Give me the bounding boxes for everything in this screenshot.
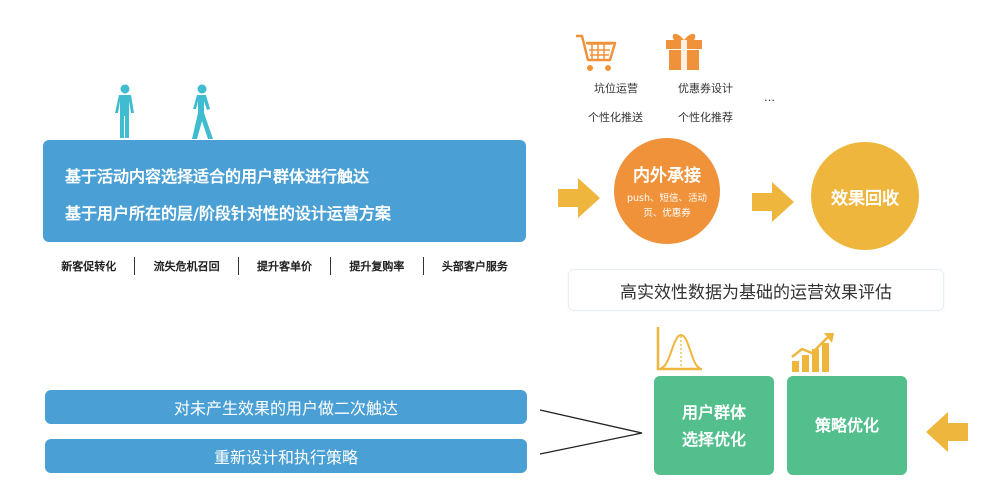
channel-label-slot: 坑位运营 bbox=[594, 82, 638, 95]
handoff-subtitle: push、短信、活动页、优惠券 bbox=[626, 193, 708, 219]
scenario-tags: 新客促转化 流失危机召回 提升客单价 提升复购率 头部客户服务 bbox=[43, 256, 526, 276]
group-selection-line-1: 用户群体 bbox=[681, 402, 746, 422]
arrow-right-icon bbox=[558, 178, 600, 218]
tag-item: 新客促转化 bbox=[61, 260, 117, 273]
arrow-left-icon bbox=[926, 412, 968, 452]
tag-item: 提升复购率 bbox=[349, 260, 405, 273]
handoff-title: 内外承接 bbox=[633, 166, 701, 186]
group-selection-line-2: 选择优化 bbox=[681, 429, 746, 449]
shopping-cart-icon bbox=[576, 34, 617, 71]
tag-item: 提升客单价 bbox=[257, 260, 313, 273]
standing-person-icon bbox=[115, 84, 134, 138]
channel-label-push: 个性化推送 bbox=[588, 111, 643, 124]
targeting-box: 基于活动内容选择适合的用户群体进行触达 基于用户所在的层/阶段针对性的设计运营方… bbox=[43, 140, 526, 242]
tag-divider bbox=[330, 257, 332, 275]
group-selection-optimization-box: 用户群体 选择优化 bbox=[654, 376, 774, 475]
evaluation-box: 高实效性数据为基础的运营效果评估 bbox=[568, 269, 944, 311]
tag-divider bbox=[134, 257, 136, 275]
bar-growth-icon bbox=[791, 333, 834, 372]
retouch-bar: 对未产生效果的用户做二次触达 bbox=[45, 390, 527, 424]
effect-recovery-circle: 效果回收 bbox=[811, 142, 919, 250]
tag-divider bbox=[237, 257, 239, 275]
gift-icon bbox=[666, 33, 702, 70]
channel-label-coupon: 优惠券设计 bbox=[678, 82, 733, 95]
tag-item: 流失危机召回 bbox=[153, 260, 220, 273]
arrow-right-icon bbox=[752, 182, 794, 222]
connector-lines bbox=[539, 409, 643, 455]
walking-person-icon bbox=[192, 84, 213, 139]
targeting-line-1: 基于活动内容选择适合的用户群体进行触达 bbox=[65, 167, 370, 186]
channel-label-recommend: 个性化推荐 bbox=[678, 111, 733, 124]
targeting-line-2: 基于用户所在的层/阶段针对性的设计运营方案 bbox=[65, 204, 391, 223]
handoff-circle: 内外承接 push、短信、活动页、优惠券 bbox=[614, 138, 720, 244]
channel-label-more: … bbox=[764, 91, 775, 104]
strategy-optimization-box: 策略优化 bbox=[787, 376, 907, 475]
redesign-bar: 重新设计和执行策略 bbox=[45, 439, 527, 473]
tag-divider bbox=[422, 257, 424, 275]
tag-item: 头部客户服务 bbox=[441, 260, 508, 273]
effect-recovery-title: 效果回收 bbox=[831, 188, 899, 209]
bell-curve-icon bbox=[656, 327, 702, 371]
